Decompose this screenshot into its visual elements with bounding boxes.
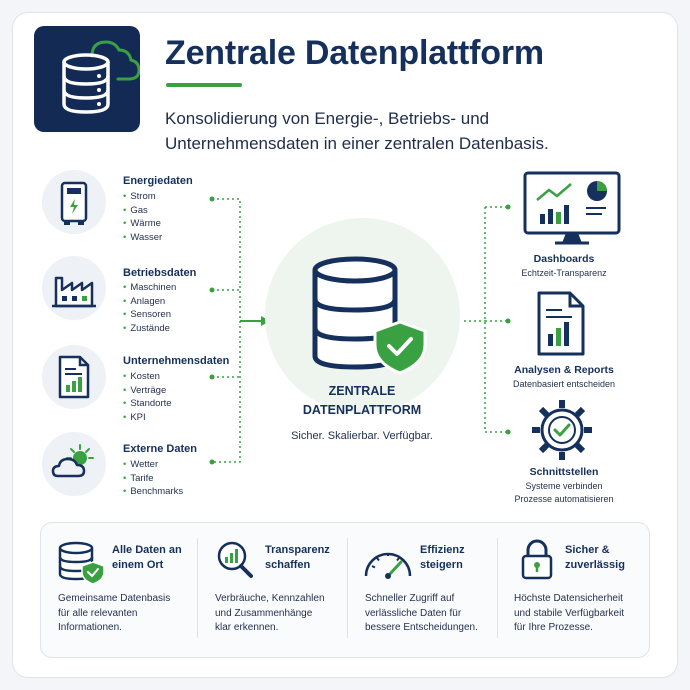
feature-description: Höchste Datensicherheit und stabile Verf… <box>514 592 624 636</box>
feature-desc-line: und Zusammenhänge <box>215 607 313 619</box>
output-subtitle-line: Prozesse automatisieren <box>514 493 614 504</box>
source-item: Gas <box>123 204 162 218</box>
feature-panel <box>40 522 650 658</box>
feature-description: Verbräuche, Kennzahlen und Zusammenhänge… <box>215 592 325 636</box>
feature-title: Transparenz schaffen <box>265 543 330 573</box>
source-item: Strom <box>123 190 162 204</box>
source-icon-circle <box>42 345 106 409</box>
feature-desc-line: bessere Entscheidungen. <box>365 622 478 633</box>
feature-desc-line: Gemeinsame Datenbasis <box>58 593 171 604</box>
feature-title-line: zuverlässig <box>565 559 625 571</box>
source-item: Kosten <box>123 370 172 384</box>
source-item: Verträge <box>123 384 172 398</box>
source-item: Standorte <box>123 397 171 411</box>
feature-desc-line: Höchste Datensicherheit <box>514 593 623 604</box>
feature-desc-line: klar erkennen. <box>215 622 279 633</box>
feature-title-line: steigern <box>420 559 463 571</box>
source-item-list: Kosten Verträge Standorte KPI <box>123 370 172 425</box>
subtitle-line: Unternehmensdaten in einer zentralen Dat… <box>165 134 549 153</box>
report-document-icon <box>58 355 90 399</box>
feature-title: Alle Daten an einem Ort <box>112 543 182 573</box>
output-title: Analysen & Reports <box>514 364 614 376</box>
database-shield-icon <box>58 541 105 585</box>
source-item-list: Wetter Tarife Benchmarks <box>123 458 183 499</box>
feature-title-line: Transparenz <box>265 544 330 556</box>
output-subtitle: Echtzeit-Transparenz <box>521 268 607 278</box>
source-title: Energiedaten <box>123 175 193 187</box>
page-subtitle: Konsolidierung von Energie-, Betriebs- u… <box>165 106 645 156</box>
feature-divider <box>197 538 198 638</box>
report-chart-icon <box>537 291 585 356</box>
source-icon-circle <box>42 256 106 320</box>
output-title: Dashboards <box>533 253 595 265</box>
feature-desc-line: und stabile Verfügbarkeit <box>514 607 625 619</box>
battery-meter-icon <box>60 181 88 225</box>
shield-check-icon <box>373 320 427 375</box>
feature-title-line: Alle Daten an <box>112 544 182 556</box>
padlock-icon <box>521 539 553 580</box>
feature-desc-line: Verbräuche, Kennzahlen <box>215 593 325 604</box>
source-item: Zustände <box>123 322 176 336</box>
subtitle-line: Konsolidierung von Energie-, Betriebs- u… <box>165 109 490 128</box>
monitor-chart-icon <box>523 171 621 245</box>
output-subtitle: Systeme verbinden Prozesse automatisiere… <box>494 480 634 505</box>
source-item-list: Maschinen Anlagen Sensoren Zustände <box>123 281 176 335</box>
feature-title: Sicher & zuverlässig <box>565 543 625 573</box>
source-item: Wasser <box>123 231 162 245</box>
source-item-list: Strom Gas Wärme Wasser <box>123 190 162 244</box>
feature-title-line: Effizienz <box>420 544 465 556</box>
feature-desc-line: für Ihre Prozesse. <box>514 622 593 633</box>
source-title: Externe Daten <box>123 443 197 455</box>
feature-desc-line: Schneller Zugriff auf <box>365 593 455 604</box>
feature-title: Effizienz steigern <box>420 543 465 573</box>
feature-description: Gemeinsame Datenbasis für alle relevante… <box>58 592 170 636</box>
feature-desc-line: verlässliche Daten für <box>365 607 462 619</box>
output-subtitle-line: Systeme verbinden <box>525 481 603 491</box>
source-title: Unternehmensdaten <box>123 355 230 367</box>
output-title: Schnittstellen <box>529 466 599 478</box>
page-title: Zentrale Datenplattform <box>165 34 544 72</box>
feature-desc-line: Informationen. <box>58 622 122 633</box>
central-title-line: DATENPLATTFORM <box>302 403 422 417</box>
source-item: Anlagen <box>123 295 176 309</box>
feature-divider <box>347 538 348 638</box>
source-item: Sensoren <box>123 308 176 322</box>
title-underline <box>166 83 242 87</box>
feature-title-line: Sicher & <box>565 544 610 556</box>
source-item: Benchmarks <box>123 485 183 499</box>
feature-divider <box>497 538 498 638</box>
source-icon-circle <box>42 170 106 234</box>
central-title-line: ZENTRALE <box>328 384 396 398</box>
output-subtitle: Datenbasiert entscheiden <box>512 379 616 389</box>
source-item: Wetter <box>123 458 183 472</box>
magnifier-chart-icon <box>217 541 253 578</box>
gear-check-icon <box>532 400 592 460</box>
source-item: Wärme <box>123 217 162 231</box>
feature-desc-line: für alle relevanten <box>58 607 138 619</box>
source-title: Betriebsdaten <box>123 267 197 279</box>
central-platform-title: ZENTRALE DATENPLATTFORM <box>262 382 462 420</box>
source-item: Maschinen <box>123 281 176 295</box>
feature-description: Schneller Zugriff auf verlässliche Daten… <box>365 592 478 636</box>
database-cloud-icon <box>62 40 140 114</box>
feature-title-line: einem Ort <box>112 559 164 571</box>
source-icon-circle <box>42 432 106 496</box>
source-item: Tarife <box>123 472 183 486</box>
speedometer-icon <box>364 552 412 579</box>
weather-icon <box>51 444 94 478</box>
central-platform-tagline: Sicher. Skalierbar. Verfügbar. <box>291 430 433 442</box>
feature-title-line: schaffen <box>265 559 311 571</box>
factory-icon <box>52 276 96 308</box>
logo-box <box>34 26 140 132</box>
source-item: KPI <box>123 411 172 425</box>
